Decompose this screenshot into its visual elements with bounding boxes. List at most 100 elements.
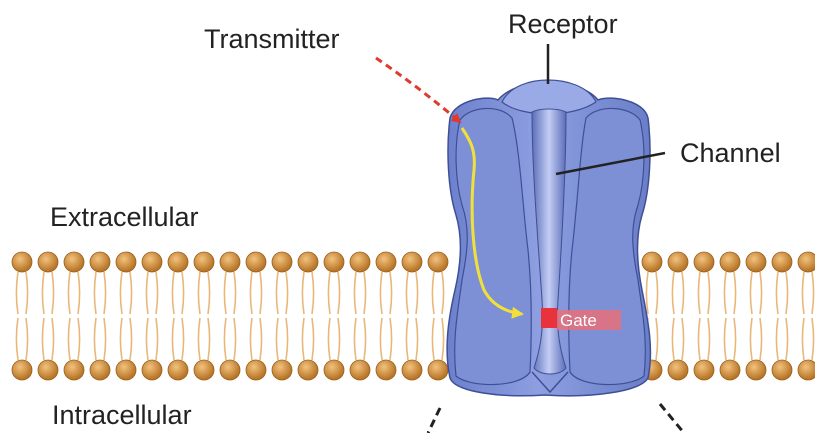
lipid-tail <box>672 272 674 314</box>
lipid-head <box>168 360 188 380</box>
lipid-head <box>376 252 396 272</box>
lipid-head <box>12 360 32 380</box>
lipid-tail <box>338 318 340 360</box>
lipid-tail <box>698 272 700 314</box>
lipid-tail <box>390 318 392 360</box>
lipid-tail <box>68 272 70 314</box>
lipid-tail <box>234 318 236 360</box>
lipid-tail <box>156 318 158 360</box>
lipid-tail <box>338 272 340 314</box>
lipid-tail <box>26 272 28 314</box>
lipid-tail <box>432 272 434 314</box>
lipid-head <box>220 252 240 272</box>
lipid-tail <box>708 272 710 314</box>
lipid-head <box>428 252 448 272</box>
left-dashed-line <box>428 408 440 433</box>
lipid-tail <box>52 318 54 360</box>
lipid-tail <box>286 318 288 360</box>
lipid-tail <box>182 318 184 360</box>
transmitter-label: Transmitter <box>204 24 340 54</box>
lipid-tail <box>786 272 788 314</box>
lipid-head <box>402 360 422 380</box>
lipid-head <box>38 360 58 380</box>
lipid-tail <box>286 272 288 314</box>
lipid-tail <box>302 318 304 360</box>
lipid-head <box>298 252 318 272</box>
lipid-head <box>376 360 396 380</box>
lipid-tail <box>672 318 674 360</box>
lipid-tail <box>364 318 366 360</box>
lipid-tail <box>776 272 778 314</box>
receptor-channel-protein <box>447 80 650 396</box>
lipid-tail <box>250 272 252 314</box>
lipid-tail <box>78 272 80 314</box>
lipid-tail <box>760 318 762 360</box>
lipid-tail <box>94 272 96 314</box>
lipid-head <box>694 252 714 272</box>
lipid-tail <box>442 272 444 314</box>
lipid-tail <box>104 272 106 314</box>
lipid-tail <box>198 272 200 314</box>
transmitter-arrow <box>376 58 460 122</box>
lipid-tail <box>380 318 382 360</box>
lipid-tail <box>276 318 278 360</box>
lipid-head <box>350 252 370 272</box>
lipid-tail <box>94 318 96 360</box>
lipid-tail <box>406 272 408 314</box>
lipid-head <box>694 360 714 380</box>
lipid-tail <box>734 318 736 360</box>
lipid-head <box>298 360 318 380</box>
lipid-tail <box>416 272 418 314</box>
lipid-tail <box>724 272 726 314</box>
lipid-head <box>116 252 136 272</box>
lipid-head <box>350 360 370 380</box>
lipid-tail <box>364 272 366 314</box>
lipid-head <box>64 252 84 272</box>
lipid-tail <box>328 272 330 314</box>
lipid-head <box>720 252 740 272</box>
lipid-tail <box>130 318 132 360</box>
lipid-tail <box>776 318 778 360</box>
extracellular-label: Extracellular <box>50 202 199 232</box>
lipid-tail <box>16 318 18 360</box>
lipid-head <box>324 360 344 380</box>
lipid-tail <box>432 318 434 360</box>
lipid-tail <box>354 272 356 314</box>
lipid-tail <box>760 272 762 314</box>
lipid-tail <box>380 272 382 314</box>
lipid-head <box>642 252 662 272</box>
lipid-head <box>12 252 32 272</box>
lipid-head <box>246 252 266 272</box>
lipid-tail <box>812 318 814 360</box>
lipid-tail <box>16 272 18 314</box>
lipid-tail <box>276 272 278 314</box>
lipid-tail <box>260 318 262 360</box>
lipid-head <box>798 360 815 380</box>
lipid-tail <box>120 272 122 314</box>
lipid-tail <box>802 272 804 314</box>
lipid-tail <box>224 318 226 360</box>
channel-label: Channel <box>680 138 781 168</box>
lipid-head <box>272 252 292 272</box>
lipid-tail <box>406 318 408 360</box>
lipid-tail <box>354 318 356 360</box>
lipid-tail <box>172 272 174 314</box>
lipid-head <box>220 360 240 380</box>
lipid-head <box>64 360 84 380</box>
lipid-head <box>194 360 214 380</box>
lipid-tail <box>42 272 44 314</box>
lipid-tail <box>734 272 736 314</box>
lipid-tail <box>750 318 752 360</box>
lipid-head <box>720 360 740 380</box>
lipid-tail <box>416 318 418 360</box>
lipid-tail <box>698 318 700 360</box>
lipid-tail <box>442 318 444 360</box>
lipid-head <box>116 360 136 380</box>
lipid-tail <box>802 318 804 360</box>
lipid-tail <box>156 272 158 314</box>
right-dashed-line <box>660 404 684 433</box>
lipid-head <box>168 252 188 272</box>
lipid-head <box>90 252 110 272</box>
